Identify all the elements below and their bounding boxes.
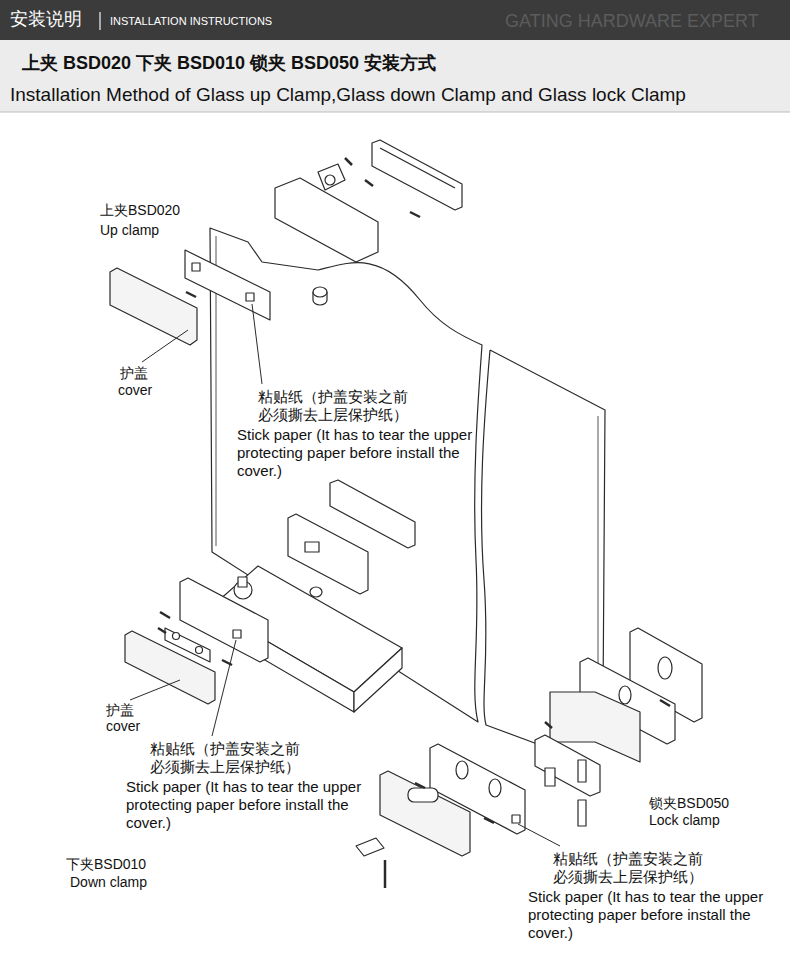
- screw: [415, 783, 425, 788]
- plate-edge: [380, 148, 455, 188]
- down-clamp-parts: [125, 566, 402, 712]
- part-name: cover: [118, 382, 152, 399]
- up-clamp-parts: [110, 140, 462, 345]
- note: Stick paper (It has to tear the upper pr…: [528, 888, 768, 942]
- part-name: Down clamp: [70, 874, 147, 891]
- screw: [484, 818, 494, 823]
- glass-edge: [598, 416, 599, 695]
- screw: [160, 612, 170, 618]
- screw: [660, 700, 670, 706]
- clamp-slot: [305, 542, 319, 552]
- leader-line: [518, 824, 560, 846]
- header-subtitle: INSTALLATION INSTRUCTIONS: [110, 15, 272, 28]
- leader-line: [142, 330, 188, 362]
- lock-cover: [380, 771, 470, 856]
- leader-lines: [130, 304, 560, 846]
- note: 粘贴纸（护盖安装之前 必须撕去上层保护纸）: [150, 740, 310, 776]
- up-glass-plate: [185, 250, 270, 320]
- lock-cylinder: [356, 838, 384, 856]
- lock-clamp-parts: [356, 628, 702, 888]
- keyhole: [489, 779, 501, 797]
- cover-slot: [408, 788, 438, 802]
- watermark: GATING HARDWARE EXPERT: [505, 11, 759, 33]
- pivot-pin: [313, 287, 327, 297]
- title-band: [0, 40, 790, 112]
- title-rule: [0, 112, 790, 113]
- top-cover-plate: [372, 140, 462, 210]
- note: Stick paper (It has to tear the upper pr…: [237, 426, 477, 480]
- pivot-block: [318, 164, 345, 190]
- floor-closer-end: [354, 648, 402, 712]
- screw: [384, 860, 387, 888]
- up-cover: [110, 268, 197, 345]
- screw: [345, 158, 352, 165]
- part-name: 上夹BSD020: [100, 202, 180, 219]
- part-name: Up clamp: [100, 222, 159, 239]
- pivot-hole: [325, 175, 335, 185]
- clamp-body: [288, 514, 368, 594]
- header-divider: [99, 12, 101, 30]
- pivot-pin-side: [313, 292, 327, 305]
- header-title: 安装说明: [10, 9, 82, 31]
- screw: [410, 212, 420, 217]
- diagram-title: 上夹 BSD020 下夹 BSD010 锁夹 BSD050 安装方式: [22, 53, 436, 75]
- keyhole: [658, 657, 672, 679]
- part-name: Lock clamp: [649, 812, 720, 829]
- keyhole: [456, 761, 468, 779]
- mid-clamp-parts: [288, 480, 415, 597]
- link-hole: [173, 633, 180, 640]
- leader-line: [212, 640, 236, 736]
- sticker-pad: [246, 293, 254, 301]
- spindle-key: [238, 577, 247, 587]
- bolt: [578, 760, 586, 782]
- part-name: 护盖: [120, 365, 148, 382]
- bolt: [578, 800, 586, 826]
- top-clamp-body: [275, 178, 378, 262]
- keyhole: [619, 686, 631, 704]
- part-name: 锁夹BSD050: [649, 795, 729, 812]
- subtitle: Installation Method of Glass up Clamp,Gl…: [10, 84, 686, 107]
- leader-line: [252, 304, 262, 384]
- note: Stick paper (It has to tear the upper pr…: [126, 778, 366, 832]
- part-name: 护盖: [106, 702, 134, 719]
- screw: [158, 628, 166, 633]
- header-bar: [0, 0, 790, 40]
- lock-bracket: [535, 735, 600, 796]
- note: 粘贴纸（护盖安装之前 必须撕去上层保护纸）: [258, 388, 418, 424]
- bolt: [545, 768, 555, 786]
- pivot-pin: [310, 587, 322, 597]
- note: 粘贴纸（护盖安装之前 必须撕去上层保护纸）: [553, 850, 713, 886]
- down-cover: [125, 631, 215, 704]
- part-name: 下夹BSD010: [66, 856, 146, 873]
- sticker-pad: [192, 263, 200, 271]
- part-name: cover: [106, 718, 140, 735]
- sticker-pad: [512, 815, 520, 823]
- leader-line: [130, 680, 180, 700]
- cover-plate: [330, 480, 415, 548]
- screw: [186, 292, 196, 297]
- sticker-pad: [233, 630, 241, 638]
- link-hole: [196, 647, 203, 654]
- screw: [365, 180, 373, 186]
- screw: [545, 722, 552, 728]
